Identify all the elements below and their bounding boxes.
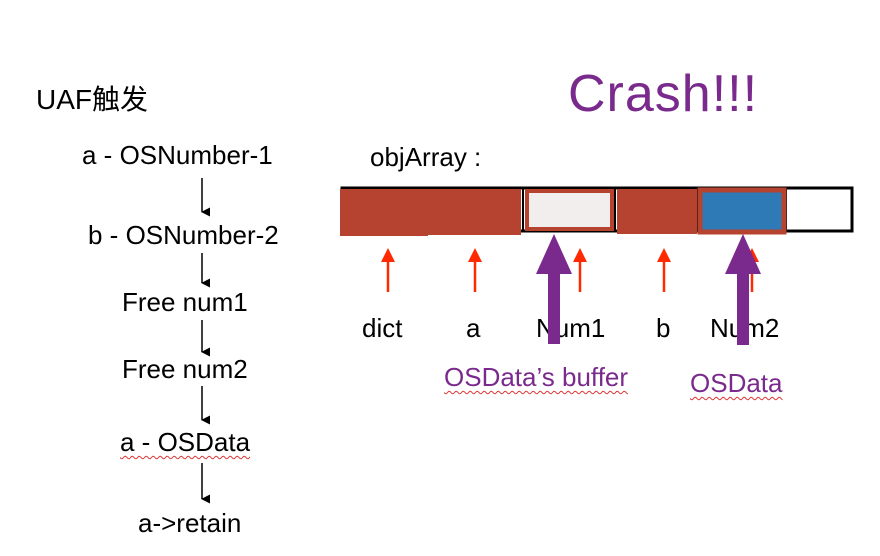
purple-arrow-buffer-head: [536, 234, 572, 274]
osdata-label: OSData: [690, 368, 783, 398]
slot-label-num1: Num1: [536, 313, 606, 343]
step-5-text: a - OSData: [120, 427, 251, 457]
slot-a: [428, 189, 521, 235]
slot-dict: [340, 189, 428, 236]
red-arrowhead-num1: [573, 248, 587, 262]
purple-arrow-osdata-head: [725, 234, 761, 274]
slot-label-a: a: [466, 313, 481, 343]
purple-arrow-buffer-shaft: [548, 272, 560, 344]
slot-b: [617, 189, 697, 234]
objarray-label: objArray :: [370, 142, 482, 172]
osdata-buffer-label: OSData’s buffer: [444, 362, 629, 392]
step-2: b - OSNumber-2: [88, 220, 279, 250]
step-6: a->retain: [138, 508, 242, 538]
purple-pointer-arrows: [536, 234, 761, 345]
step-5: a - OSData: [120, 427, 250, 458]
slot-label-dict: dict: [362, 313, 403, 343]
step-3: Free num1: [122, 287, 248, 317]
slot-label-b: b: [656, 313, 671, 343]
slot-num1-freed: [525, 189, 614, 231]
crash-label: Crash!!!: [568, 65, 759, 123]
diagram-title: UAF触发: [36, 84, 149, 115]
step-1: a - OSNumber-1: [82, 140, 273, 170]
red-arrowhead-b: [657, 248, 671, 262]
slot-num2-osdata: [697, 187, 787, 235]
red-arrowhead-dict: [381, 248, 395, 262]
red-arrowhead-a: [468, 248, 482, 262]
purple-arrow-osdata-shaft: [737, 272, 749, 345]
step-4: Free num2: [122, 354, 248, 384]
